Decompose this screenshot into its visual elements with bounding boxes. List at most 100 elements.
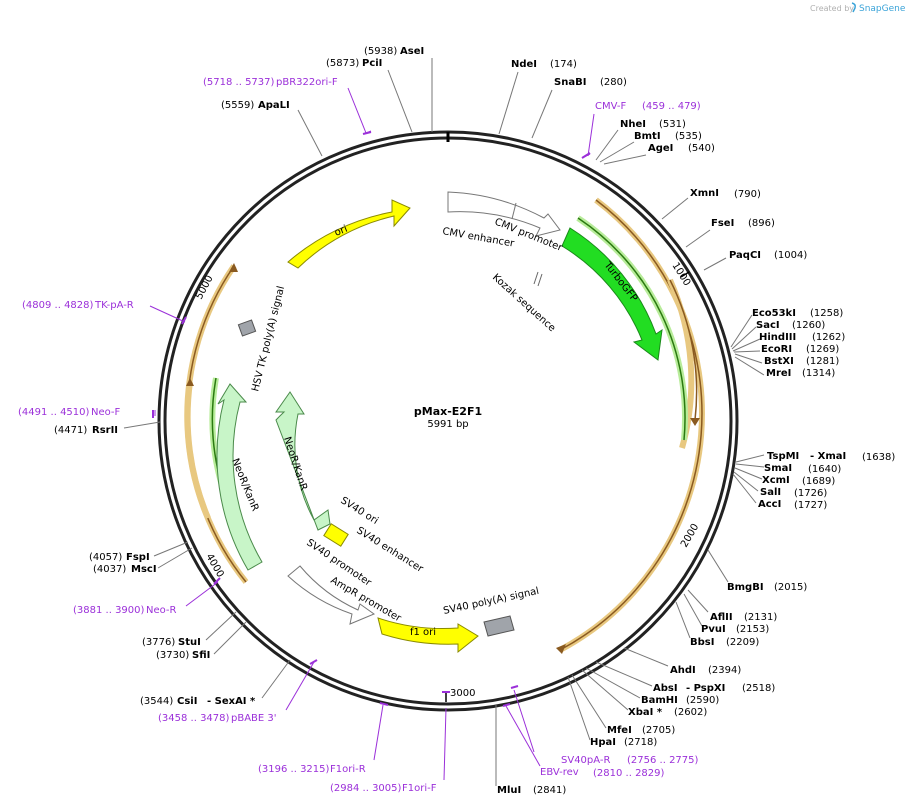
site-stui[interactable]: StuI (178, 637, 201, 648)
tick-label-2000: 2000 (679, 522, 701, 550)
site-rsrii[interactable]: RsrII (92, 425, 118, 436)
primer-f1orif[interactable]: F1ori-F (402, 783, 437, 794)
site-tspmi[interactable]: TspMI (767, 451, 799, 462)
site-bstxi[interactable]: BstXI (764, 356, 794, 367)
primer-range-ebvrev: (2810 .. 2829) (593, 768, 665, 779)
site-pos-msci: (4037) (93, 564, 126, 575)
primer-tkpa[interactable]: TK-pA-R (94, 300, 134, 311)
site-asei[interactable]: AseI (400, 46, 424, 57)
site-sali[interactable]: SalI (760, 487, 781, 498)
site-xbai[interactable]: XbaI * (628, 707, 663, 718)
site-eco53ki[interactable]: Eco53kI (752, 308, 796, 319)
site-pos-rsrii: (4471) (54, 425, 87, 436)
site-pos-aflii: (2131) (744, 612, 777, 623)
primer-neof[interactable]: Neo-F (91, 407, 121, 418)
site-bmgbi[interactable]: BmgBI (727, 582, 764, 593)
site-mlui[interactable]: MluI (497, 785, 521, 796)
primer-cmvf[interactable]: CMV-F (595, 101, 626, 112)
site-acci[interactable]: AccI (758, 499, 781, 510)
site-absi[interactable]: AbsI (653, 683, 678, 694)
site-pos-pcii: (5873) (326, 58, 359, 69)
site-pos-acci: (1727) (794, 500, 827, 511)
tick-label-4000: 4000 (203, 552, 225, 580)
site-pos-mrei: (1314) (802, 368, 835, 379)
site-pspxi[interactable]: - PspXI (686, 683, 725, 694)
site-pos-asei: (5938) (364, 46, 397, 57)
site-pos-nhei: (531) (659, 119, 686, 130)
site-xmai[interactable]: - XmaI (810, 451, 846, 462)
ori-feature (287, 199, 411, 269)
sv40-ori-label: SV40 ori (338, 495, 380, 527)
site-ahdi[interactable]: AhdI (670, 665, 696, 676)
hsv-tk-feature (237, 319, 257, 337)
primer-sv40par[interactable]: SV40pA-R (561, 755, 610, 766)
site-hindiii[interactable]: HindIII (759, 332, 796, 343)
site-mrei[interactable]: MreI (766, 368, 791, 379)
sv40-polya-feature (483, 615, 515, 637)
site-pos-tspmi: (1638) (862, 452, 895, 463)
primer-range-tkpa: (4809 .. 4828) (22, 300, 94, 311)
site-pos-hindiii: (1262) (812, 332, 845, 343)
site-pos-fspi: (4057) (89, 552, 122, 563)
site-pos-eco53ki: (1258) (810, 308, 843, 319)
site-pcii[interactable]: PciI (362, 58, 382, 69)
cmv-divider (511, 202, 517, 220)
neor-outer-feature (216, 383, 263, 571)
orf-arc-left-b (184, 381, 211, 520)
site-bbsi[interactable]: BbsI (690, 637, 714, 648)
site-apali[interactable]: ApaLI (258, 100, 290, 111)
site-agei[interactable]: AgeI (648, 143, 673, 154)
site-xmni[interactable]: XmnI (690, 188, 719, 199)
primer-pbabe[interactable]: pBABE 3' (231, 713, 277, 724)
site-mfei[interactable]: MfeI (607, 725, 632, 736)
site-fsei[interactable]: FseI (711, 218, 734, 229)
site-pos-paqci: (1004) (774, 250, 807, 261)
site-ecori[interactable]: EcoRI (761, 344, 792, 355)
primer-range-neof: (4491 .. 4510) (18, 407, 90, 418)
site-sexai[interactable]: - SexAI * (207, 696, 256, 707)
site-pos-xmni: (790) (734, 189, 761, 200)
primer-ebvrev[interactable]: EBV-rev (540, 767, 579, 778)
site-paqci[interactable]: PaqCI (729, 250, 761, 261)
primer-marks (152, 131, 591, 707)
site-bamhi[interactable]: BamHI (641, 695, 678, 706)
site-msci[interactable]: MscI (131, 564, 157, 575)
site-bmti[interactable]: BmtI (634, 131, 661, 142)
kozak-mark-a (533, 271, 539, 285)
turbogfp-feature (561, 227, 663, 361)
primer-range-sv40par: (2756 .. 2775) (627, 755, 699, 766)
primer-neor[interactable]: Neo-R (146, 605, 177, 616)
site-pos-pvui: (2153) (736, 624, 769, 635)
primer-range-neor: (3881 .. 3900) (73, 605, 145, 616)
site-pos-xbai: (2602) (674, 707, 707, 718)
primer-range-f1orir: (3196 .. 3215) (258, 764, 330, 775)
primer-f1orir[interactable]: F1ori-R (330, 764, 366, 775)
site-pos-sali: (1726) (794, 488, 827, 499)
primer-range-cmvf: (459 .. 479) (642, 101, 701, 112)
neor-inner-feature (275, 391, 331, 531)
site-pos-bmti: (535) (675, 131, 702, 142)
site-sfii[interactable]: SfiI (192, 650, 210, 661)
site-fspi[interactable]: FspI (126, 552, 150, 563)
site-pos-absi: (2518) (742, 683, 775, 694)
site-csii[interactable]: CsiI (177, 696, 197, 707)
site-saci[interactable]: SacI (756, 320, 780, 331)
site-xcmi[interactable]: XcmI (762, 475, 790, 486)
site-hpai[interactable]: HpaI (590, 737, 616, 748)
site-pvui[interactable]: PvuI (701, 624, 726, 635)
site-pos-mfei: (2705) (642, 725, 675, 736)
site-pos-bamhi: (2590) (686, 695, 719, 706)
site-nhei[interactable]: NheI (620, 119, 646, 130)
snapgene-logo-icon (851, 2, 856, 13)
site-pos-apali: (5559) (221, 100, 254, 111)
site-aflii[interactable]: AflII (710, 612, 733, 623)
site-pos-agei: (540) (688, 143, 715, 154)
plasmid-name: pMax-E2F1 (414, 405, 482, 418)
sv40-enhancer-label: SV40 enhancer (354, 525, 425, 575)
site-smai[interactable]: SmaI (764, 463, 792, 474)
primer-range-pbabe: (3458 .. 3478) (158, 713, 230, 724)
site-snabi[interactable]: SnaBI (554, 77, 586, 88)
site-ndei[interactable]: NdeI (511, 59, 537, 70)
primer-pbr322[interactable]: pBR322ori-F (276, 77, 338, 88)
